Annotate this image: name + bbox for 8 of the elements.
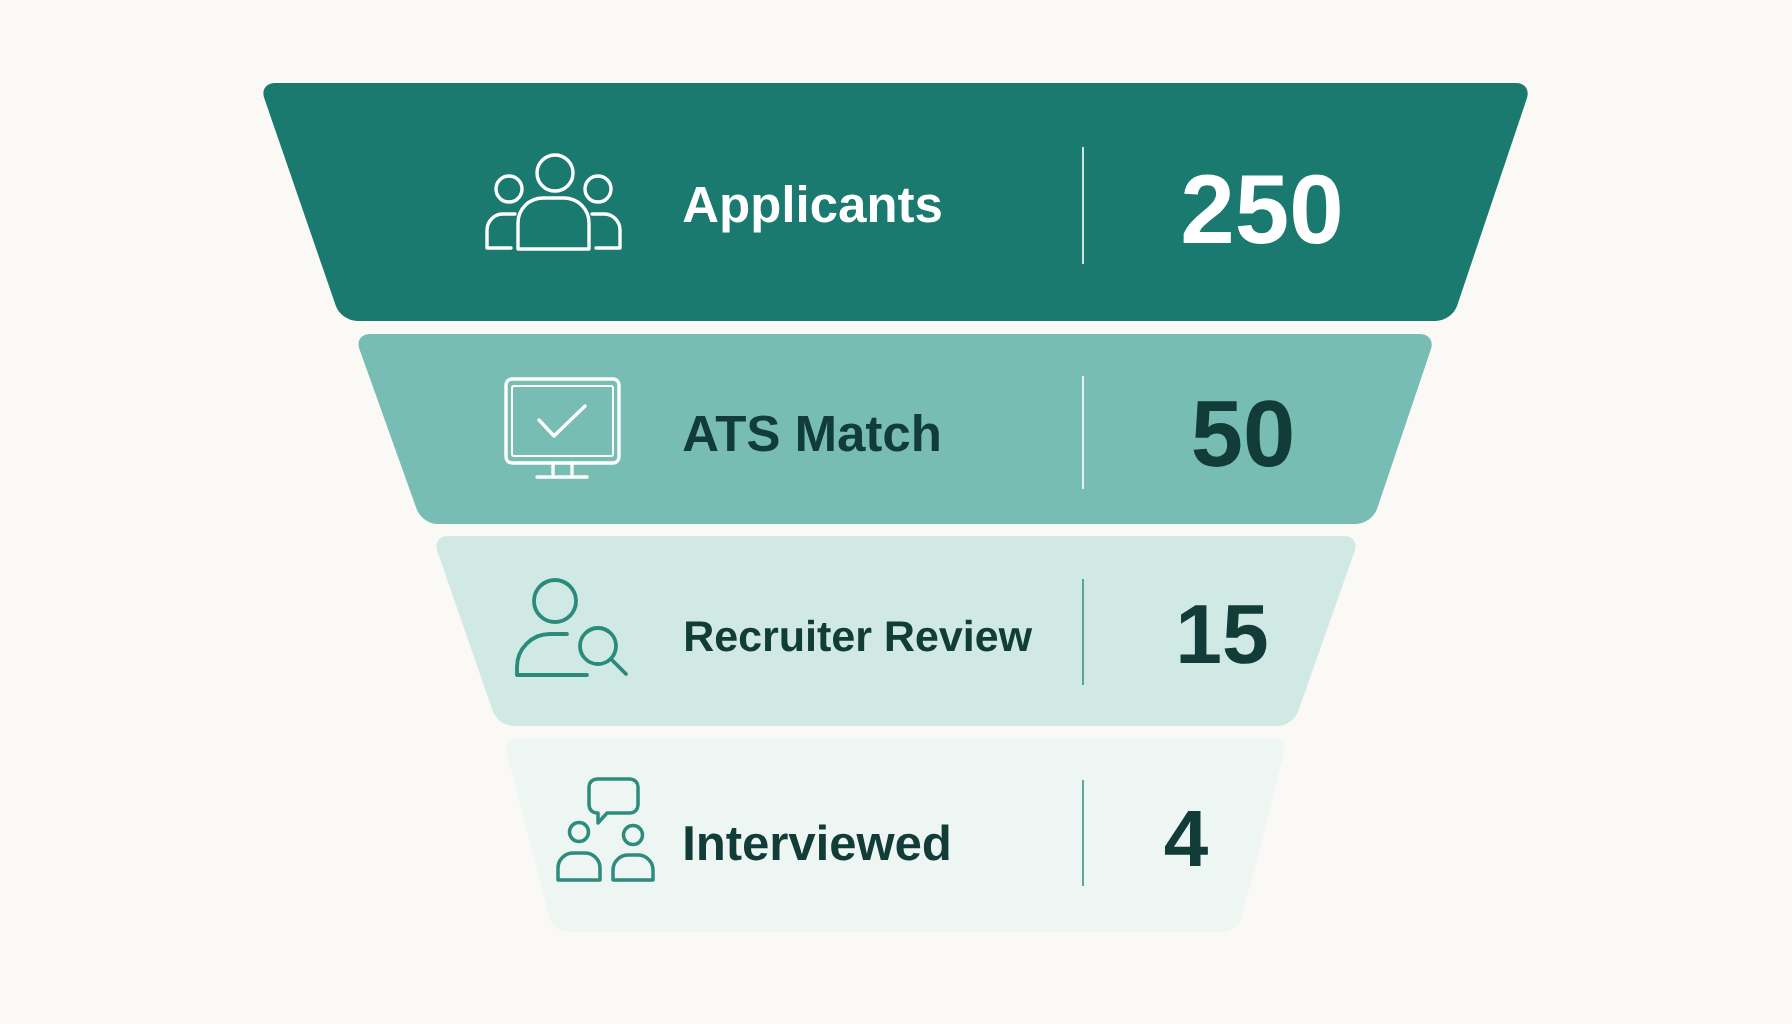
- stage-count: 15: [1180, 605, 1267, 664]
- stage-label: Recruiter Review: [686, 619, 1033, 652]
- stage-count: 50: [1193, 400, 1292, 467]
- stage-label: Applicants: [683, 185, 941, 233]
- stage-count: 4: [1164, 810, 1208, 866]
- stage-count: 250: [1183, 174, 1340, 244]
- stage-label: Interviewed: [685, 824, 949, 861]
- stage-label: ATS Match: [683, 414, 939, 452]
